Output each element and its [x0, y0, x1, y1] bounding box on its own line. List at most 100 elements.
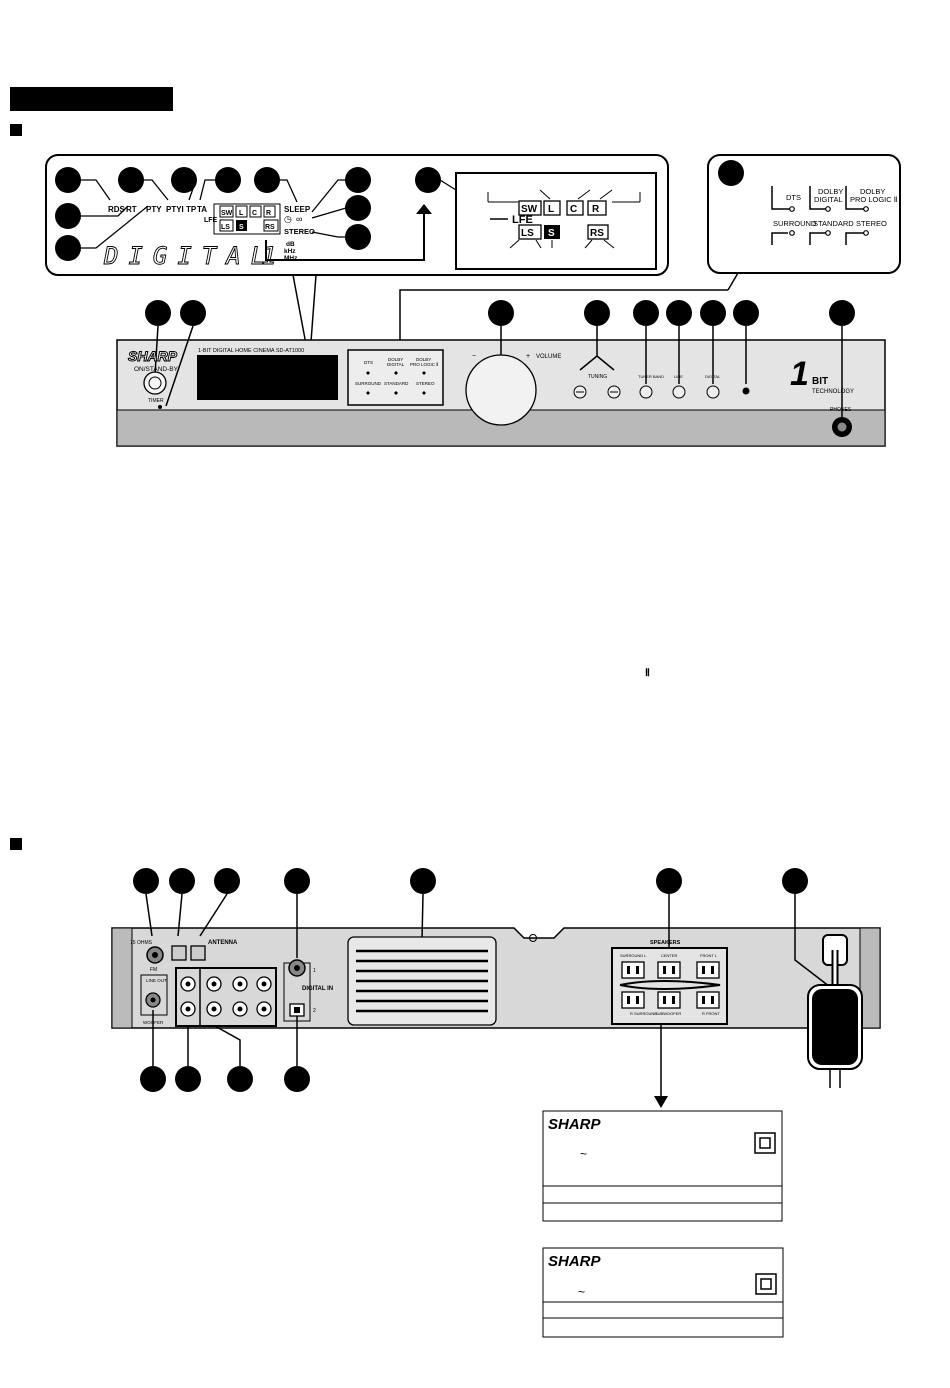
rear-marker-8 [140, 1066, 166, 1092]
spk-front-l-label: FRONT L [700, 953, 718, 958]
tuner-band-button[interactable] [639, 385, 653, 399]
indicator-sw: SW [221, 210, 233, 217]
spk-subwoofer-label: SUBWOOFER [655, 1011, 681, 1016]
front-marker-17 [633, 300, 659, 326]
spk-front-r-label: R FRONT [702, 1011, 720, 1016]
rear-marker-4 [284, 868, 310, 894]
display-callout: RDS RT PTY PTYI TP TA SLEEP STEREO ◷ ∞ L… [45, 154, 669, 356]
rear-marker-7 [782, 868, 808, 894]
rear-marker-9 [175, 1066, 201, 1092]
front-marker-20 [733, 300, 759, 326]
clock-icon: ◷ [284, 214, 292, 224]
callout-marker-2 [118, 167, 144, 193]
spk-terminal-front-r[interactable] [696, 991, 720, 1009]
spk-center-label: CENTER [661, 953, 678, 958]
volume-minus: − [472, 353, 476, 360]
digital-button[interactable] [706, 385, 720, 399]
volume-knob[interactable] [465, 354, 537, 426]
zoom-r: R [592, 204, 600, 215]
button-dts[interactable] [366, 371, 370, 375]
unit-khz: kHz [284, 248, 296, 255]
callout-marker-3 [171, 167, 197, 193]
display-digit-tail: 1 [262, 242, 276, 270]
zoom-l: L [548, 204, 554, 215]
indicator-stereo: STEREO [284, 227, 315, 236]
tuner-band-label: TUNER BAND [638, 374, 664, 379]
front-marker-15 [488, 300, 514, 326]
front-marker-21 [829, 300, 855, 326]
label-a-brand: SHARP [548, 1116, 602, 1133]
svg-text:DOLBY: DOLBY [388, 357, 403, 362]
rear-marker-6 [656, 868, 682, 894]
callout-marker-11 [415, 167, 441, 193]
line-out-label: LINE OUT [146, 978, 167, 983]
zoom-ls: LS [521, 228, 534, 239]
svg-text:PRO LOGIC Ⅱ: PRO LOGIC Ⅱ [410, 362, 438, 367]
front-marker-16 [584, 300, 610, 326]
power-button[interactable] [143, 371, 167, 395]
phones-label: PHONES [830, 407, 852, 413]
zoom-rs: RS [590, 228, 604, 239]
antenna-label: ANTENNA [208, 940, 238, 946]
front-display-window [197, 355, 338, 400]
spk-terminal-subwoofer[interactable] [657, 991, 681, 1009]
woofer-label: WOOFER [143, 1020, 164, 1025]
rear-marker-1 [133, 868, 159, 894]
indicator-l: L [239, 210, 244, 217]
am-antenna-terminal-2[interactable] [190, 945, 206, 961]
button-standard[interactable] [394, 391, 398, 395]
button-stereo[interactable] [422, 391, 426, 395]
rear-marker-5 [410, 868, 436, 894]
fm-label: FM [150, 967, 157, 973]
channel-zoom-box: LFE SW L C R LS S RS [455, 172, 657, 270]
svg-text:DOLBY: DOLBY [416, 357, 431, 362]
callout-marker-1 [55, 167, 81, 193]
timer-led [158, 405, 162, 409]
spk-terminal-surround-l[interactable] [621, 961, 645, 979]
mode-surround: SURROUND [773, 219, 817, 228]
callout-marker-9 [55, 203, 81, 229]
unit-mhz: MHz [284, 255, 298, 262]
rear-marker-11 [284, 1066, 310, 1092]
spk-terminal-front-l[interactable] [696, 961, 720, 979]
timer-label: TIMER [148, 398, 164, 404]
label-a-tilde: ~ [580, 1147, 587, 1161]
button-pro-logic[interactable] [422, 371, 426, 375]
front-marker-19 [700, 300, 726, 326]
rear-marker-3 [214, 868, 240, 894]
label-b-double-insulation-icon [755, 1273, 777, 1295]
rear-marker-2 [169, 868, 195, 894]
volume-label: VOLUME [536, 354, 561, 360]
front-marker-18 [666, 300, 692, 326]
button-surround[interactable] [366, 391, 370, 395]
tuning-label: TUNING [588, 374, 607, 380]
indicator-rs: RS [265, 224, 275, 231]
callout-marker-4 [215, 167, 241, 193]
indicator-rds: RDS [108, 205, 126, 214]
indicator-c: C [252, 210, 257, 217]
front-mode-standard: STANDARD [384, 381, 409, 386]
zoom-sw: SW [521, 204, 538, 215]
front-mode-dts: DTS [364, 360, 373, 365]
indicator-rt: RT [126, 205, 137, 214]
fm-75-ohms-label: 75 OHMS [130, 940, 153, 946]
one-bit-logo-numeral: 1 [790, 355, 809, 393]
front-marker-13 [145, 300, 171, 326]
button-dolby-digital[interactable] [394, 371, 398, 375]
am-antenna-terminal-1[interactable] [171, 945, 187, 961]
display-digits: DIGITAL [103, 242, 275, 270]
rating-label-a: SHARP ~ [542, 1110, 783, 1222]
power-icon [148, 376, 162, 390]
volume-plus: + [526, 353, 530, 360]
digital-in-2-label: 2 [313, 1008, 316, 1014]
spk-terminal-surround-r[interactable] [621, 991, 645, 1009]
callout-marker-6 [345, 167, 371, 193]
zoom-s: S [548, 228, 555, 239]
indicator-ta: TA [197, 205, 207, 214]
zoom-lfe: LFE [512, 214, 533, 226]
spk-terminal-center[interactable] [657, 961, 681, 979]
line-button[interactable] [672, 385, 686, 399]
indicator-s: S [239, 224, 244, 231]
